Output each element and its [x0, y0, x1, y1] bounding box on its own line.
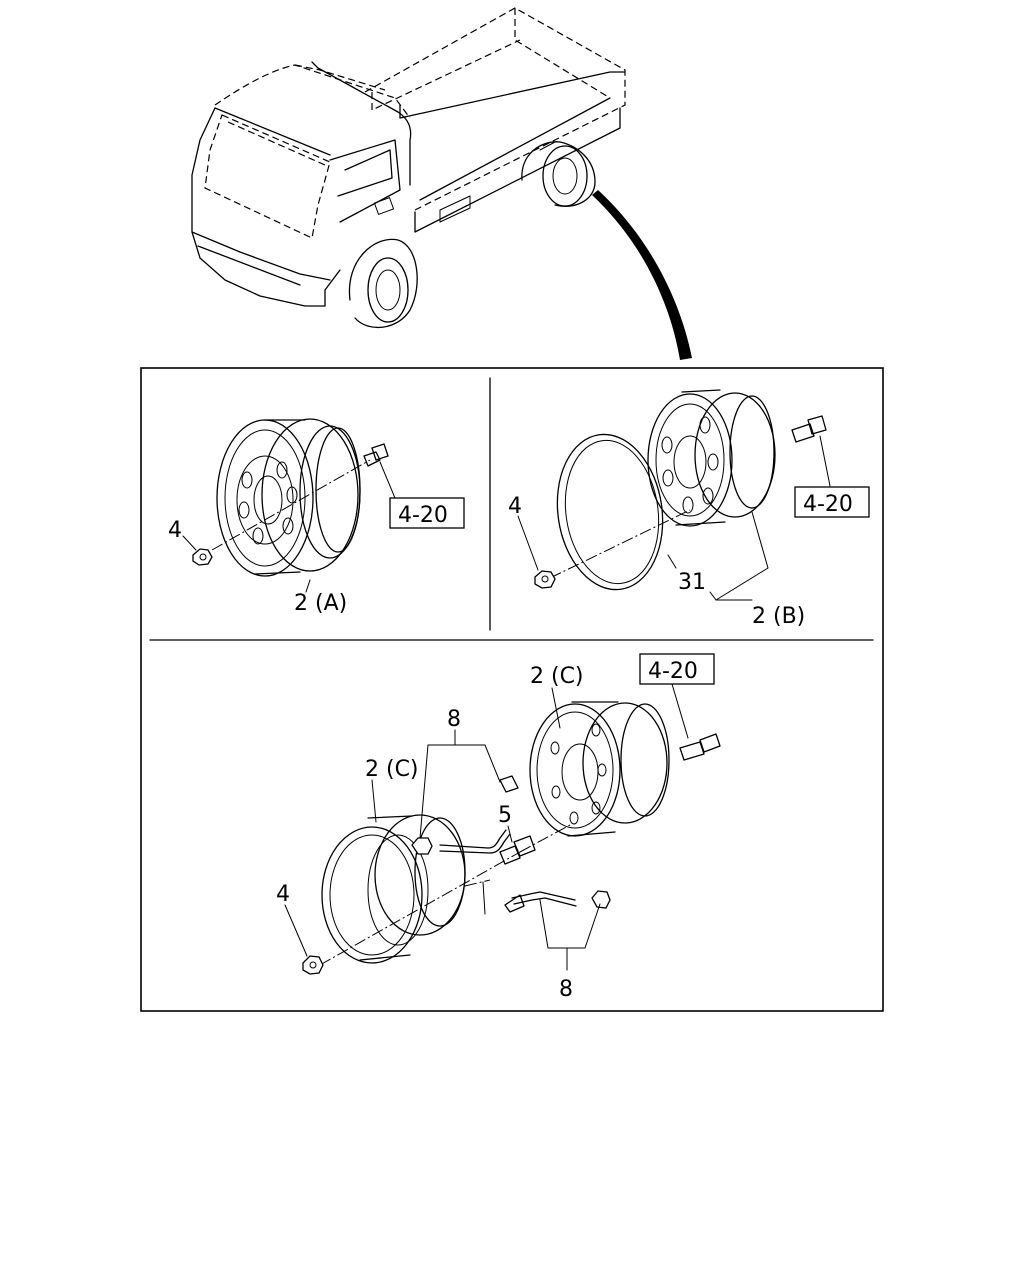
lug-nut-icon — [534, 570, 556, 589]
label-stud-c: 5 — [498, 803, 512, 828]
panel-wheel-a: 4 4-20 2 (A) — [168, 418, 465, 616]
label-ring-b: 31 — [678, 570, 706, 595]
label-nut-a: 4 — [168, 518, 182, 543]
label-nut-c: 4 — [276, 882, 290, 907]
callout-arrow — [592, 190, 692, 360]
label-nut-b: 4 — [508, 494, 522, 519]
panel-wheel-c: 4-20 2 (C) 2 (C) 8 8 5 4 — [276, 653, 721, 1002]
diagram-frame — [140, 367, 884, 1012]
label-wheel-a: 2 (A) — [294, 591, 347, 616]
valve-cap-icon — [411, 837, 433, 855]
label-valve-upper: 8 — [447, 707, 461, 732]
label-ref-a: 4-20 — [398, 503, 448, 528]
valve-cap-icon — [591, 890, 611, 909]
label-outer-wheel-c: 2 (C) — [365, 757, 419, 782]
lug-nut-icon — [192, 548, 213, 566]
ref-box-b — [794, 486, 870, 518]
label-wheel-b: 2 (B) — [752, 604, 805, 629]
label-ref-b: 4-20 — [803, 492, 853, 517]
ref-box-c — [639, 653, 715, 685]
truck-illustration — [191, 7, 692, 360]
label-valve-lower: 8 — [559, 977, 573, 1002]
lug-nut-icon — [302, 955, 324, 975]
panel-wheel-b: 4 4-20 31 2 (B) — [508, 389, 870, 629]
label-ref-c: 4-20 — [648, 659, 698, 684]
label-inner-wheel-c: 2 (C) — [530, 664, 584, 689]
ref-box-a — [389, 497, 465, 529]
